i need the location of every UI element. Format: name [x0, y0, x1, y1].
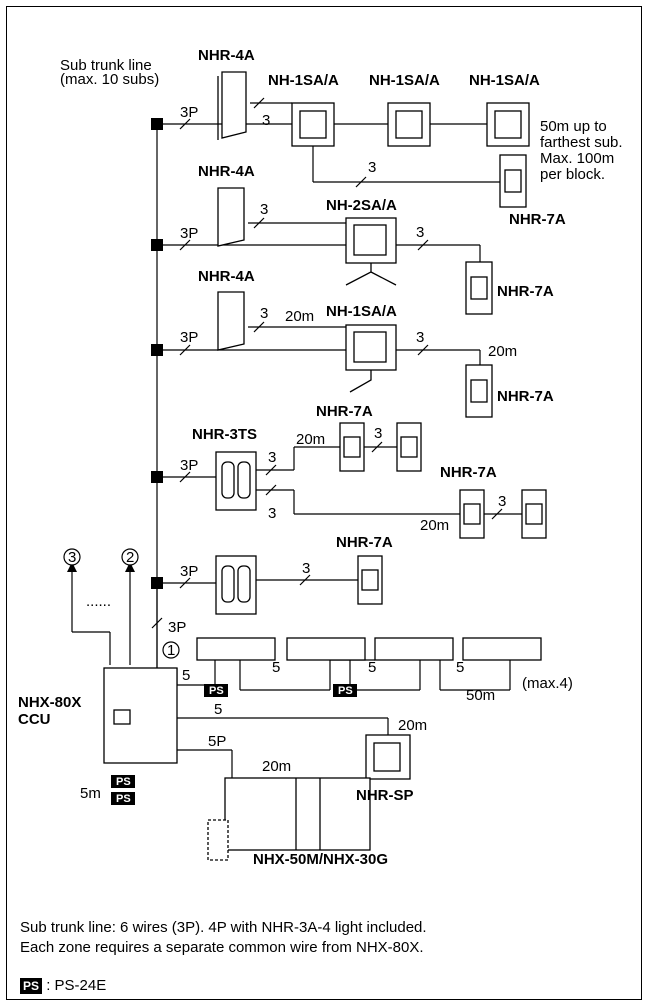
- nhx-50m-console: [207, 777, 371, 861]
- wire-3: 3: [368, 159, 376, 176]
- dist-50m: 50m: [466, 687, 495, 704]
- label-note-2: farthest sub.: [540, 134, 623, 151]
- ps-label: PS: [338, 685, 353, 697]
- wire-5: 5: [182, 667, 190, 684]
- wire-3p: 3P: [180, 104, 198, 121]
- wire-5: 5: [214, 701, 222, 718]
- label-nh-1sa-a: NH-1SA/A: [369, 72, 440, 89]
- label-nhr-sp: NHR-SP: [356, 787, 414, 804]
- dist-20m: 20m: [296, 431, 325, 448]
- wire-3: 3: [268, 449, 276, 466]
- wire-3p: 3P: [180, 457, 198, 474]
- nh-2sa-a-device: [345, 217, 397, 286]
- dist-5m: 5m: [80, 785, 101, 802]
- nhr-7a-device: [339, 154, 547, 605]
- label-console: NHX-50M/NHX-30G: [253, 851, 388, 868]
- label-nhr-3ts: NHR-3TS: [192, 426, 257, 443]
- wire-3p: 3P: [180, 225, 198, 242]
- wire-3p: 3P: [180, 329, 198, 346]
- wire-3: 3: [416, 224, 424, 241]
- footer-line-2: Each zone requires a separate common wir…: [20, 939, 424, 956]
- wire-3: 3: [416, 329, 424, 346]
- dist-20m: 20m: [398, 717, 427, 734]
- wire-5: 5: [368, 659, 376, 676]
- nhx-80x-ccu: [103, 667, 178, 764]
- ps-label: PS: [116, 793, 131, 805]
- wire-3: 3: [302, 560, 310, 577]
- label-nhr-7a: NHR-7A: [497, 388, 554, 405]
- wire-5: 5: [456, 659, 464, 676]
- wire-3: 3: [260, 305, 268, 322]
- legend: PS : PS-24E: [20, 976, 106, 996]
- ps-label: PS: [209, 685, 224, 697]
- label-nh-1sa-a: NH-1SA/A: [268, 72, 339, 89]
- circle-2-label: 2: [126, 549, 134, 566]
- ps-badge: PS: [20, 978, 43, 994]
- label-note-1: 50m up to: [540, 118, 607, 135]
- nhr-4a-device: [217, 291, 245, 351]
- wire-3: 3: [268, 505, 276, 522]
- diagram-frame: [6, 6, 642, 1000]
- label-nhr-7a: NHR-7A: [336, 534, 393, 551]
- label-nhr-7a: NHR-7A: [440, 464, 497, 481]
- ps-badges: [111, 684, 357, 805]
- wire-3p: 3P: [168, 619, 186, 636]
- label-nhr-7a: NHR-7A: [497, 283, 554, 300]
- label-ccu: CCU: [18, 711, 51, 728]
- wire-5p: 5P: [208, 733, 226, 750]
- wire-3: 3: [374, 425, 382, 442]
- legend-text: : PS-24E: [46, 977, 107, 994]
- label-nhr-4a: NHR-4A: [198, 268, 255, 285]
- dist-20m: 20m: [262, 758, 291, 775]
- label-sub-trunk: Sub trunk line: [60, 57, 152, 74]
- amplifier-units: [196, 637, 542, 661]
- label-note-4: per block.: [540, 166, 605, 183]
- label-nhr-4a: NHR-4A: [198, 47, 255, 64]
- circle-3-label: 3: [68, 549, 76, 566]
- label-max-subs: (max. 10 subs): [60, 71, 159, 88]
- dist-20m: 20m: [285, 308, 314, 325]
- footer-line-1: Sub trunk line: 6 wires (3P). 4P with NH…: [20, 919, 427, 936]
- label-note-3: Max. 100m: [540, 150, 614, 167]
- nhr-3ts-device: [215, 451, 257, 615]
- wire-3: 3: [260, 201, 268, 218]
- label-nh-1sa-a: NH-1SA/A: [469, 72, 540, 89]
- ps-label: PS: [116, 776, 131, 788]
- label-nhr-4a: NHR-4A: [198, 163, 255, 180]
- wire-3: 3: [262, 112, 270, 129]
- label-dots: ......: [86, 593, 111, 610]
- nhr-sp-device: [365, 734, 411, 780]
- wiring-diagram: Sub trunk line (max. 10 subs) NHR-4A NH-…: [18, 47, 623, 868]
- label-nhr-7a: NHR-7A: [509, 211, 566, 228]
- label-nh-1sa-a: NH-1SA/A: [326, 303, 397, 320]
- nh-1sa-a-device: [345, 324, 397, 393]
- nh-1sa-a-device: [291, 102, 530, 147]
- dist-20m: 20m: [488, 343, 517, 360]
- dist-20m: 20m: [420, 517, 449, 534]
- nhr-4a-device: [217, 187, 245, 247]
- nhr-4a-device: [217, 71, 247, 140]
- circle-markers: [63, 548, 180, 659]
- label-max-4: (max.4): [522, 675, 573, 692]
- label-nh-2sa-a: NH-2SA/A: [326, 197, 397, 214]
- label-nhr-7a: NHR-7A: [316, 403, 373, 420]
- wire-3: 3: [498, 493, 506, 510]
- wire-5: 5: [272, 659, 280, 676]
- circle-1-label: 1: [167, 642, 175, 659]
- wire-3p: 3P: [180, 563, 198, 580]
- label-ccu-model: NHX-80X: [18, 694, 81, 711]
